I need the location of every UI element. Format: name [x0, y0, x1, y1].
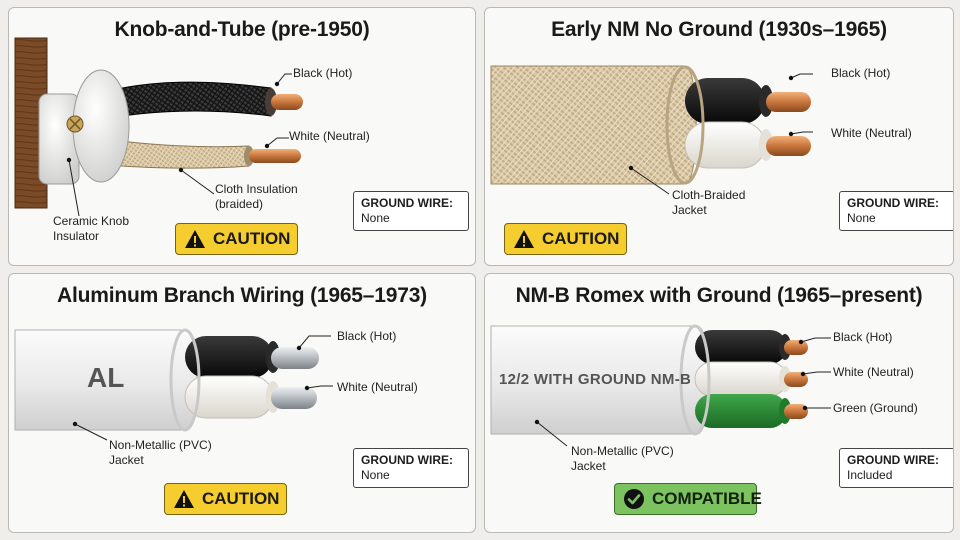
warning-icon — [173, 488, 195, 510]
ground-wire-value: Included — [847, 468, 893, 482]
caution-badge: CAUTION — [175, 223, 298, 255]
compatible-badge: COMPATIBLE — [614, 483, 762, 515]
warning-icon — [184, 228, 206, 250]
label-white-neutral: White (Neutral) — [289, 129, 370, 143]
ground-wire-heading: GROUND WIRE: — [847, 196, 939, 210]
panel-title: Early NM No Ground (1930s–1965) — [551, 18, 887, 41]
label-white-neutral: White (Neutral) — [831, 126, 912, 140]
ground-wire-box: GROUND WIRE: None — [839, 191, 953, 231]
panel-knob-and-tube: Knob-and-Tube (pre-1950) Black (Hot) Whi… — [8, 7, 476, 266]
cable-print-al: AL — [87, 362, 125, 393]
panel-title: NM-B Romex with Ground (1965–present) — [515, 284, 923, 307]
label-ceramic-knob: Ceramic Knob Insulator — [53, 214, 130, 243]
ground-wire-value: None — [361, 211, 390, 225]
ground-wire-box: GROUND WIRE: None — [353, 448, 469, 488]
caution-badge: CAUTION — [504, 223, 627, 255]
ground-wire-value: None — [847, 211, 876, 225]
panel-early-nm: Early NM No Ground (1930s–1965) Black (H… — [484, 7, 954, 266]
badge-text: CAUTION — [202, 489, 280, 508]
knob-and-tube-illustration — [14, 37, 303, 217]
badge-text: CAUTION — [542, 229, 620, 248]
ground-wire-heading: GROUND WIRE: — [361, 453, 453, 467]
panel-title: Aluminum Branch Wiring (1965–1973) — [57, 284, 427, 307]
label-black-hot: Black (Hot) — [337, 329, 397, 343]
label-white-neutral: White (Neutral) — [337, 380, 418, 394]
caution-badge: CAUTION — [164, 483, 287, 515]
label-green-ground: Green (Ground) — [833, 401, 918, 415]
badge-text: COMPATIBLE — [652, 489, 762, 508]
ground-wire-heading: GROUND WIRE: — [361, 196, 453, 210]
label-black-hot: Black (Hot) — [831, 66, 891, 80]
ground-wire-value: None — [361, 468, 390, 482]
badge-text: CAUTION — [213, 229, 291, 248]
early-nm-illustration — [490, 65, 813, 195]
cable-print-nm-b: 12/2 WITH GROUND NM-B — [499, 371, 692, 388]
label-cloth-braided-jacket: Cloth-Braided Jacket — [672, 188, 746, 217]
warning-icon — [513, 228, 535, 250]
label-cloth-insulation: Cloth Insulation (braided) — [215, 182, 298, 211]
ground-wire-box: GROUND WIRE: None — [353, 191, 469, 231]
label-pvc-jacket: Non-Metallic (PVC) Jacket — [571, 444, 674, 473]
ground-wire-box: GROUND WIRE: Included — [839, 448, 953, 488]
check-circle-icon — [623, 488, 645, 510]
aluminum-wiring-illustration — [14, 328, 333, 441]
panel-nm-b-romex: NM-B Romex with Ground (1965–present) 12… — [484, 273, 954, 533]
label-pvc-jacket: Non-Metallic (PVC) Jacket — [109, 438, 212, 467]
romex-illustration — [490, 324, 831, 447]
label-black-hot: Black (Hot) — [833, 330, 893, 344]
label-white-neutral: White (Neutral) — [833, 365, 914, 379]
panel-aluminum: Aluminum Branch Wiring (1965–1973) AL Bl… — [8, 273, 476, 533]
label-black-hot: Black (Hot) — [293, 66, 353, 80]
ground-wire-heading: GROUND WIRE: — [847, 453, 939, 467]
panel-title: Knob-and-Tube (pre-1950) — [114, 18, 370, 41]
